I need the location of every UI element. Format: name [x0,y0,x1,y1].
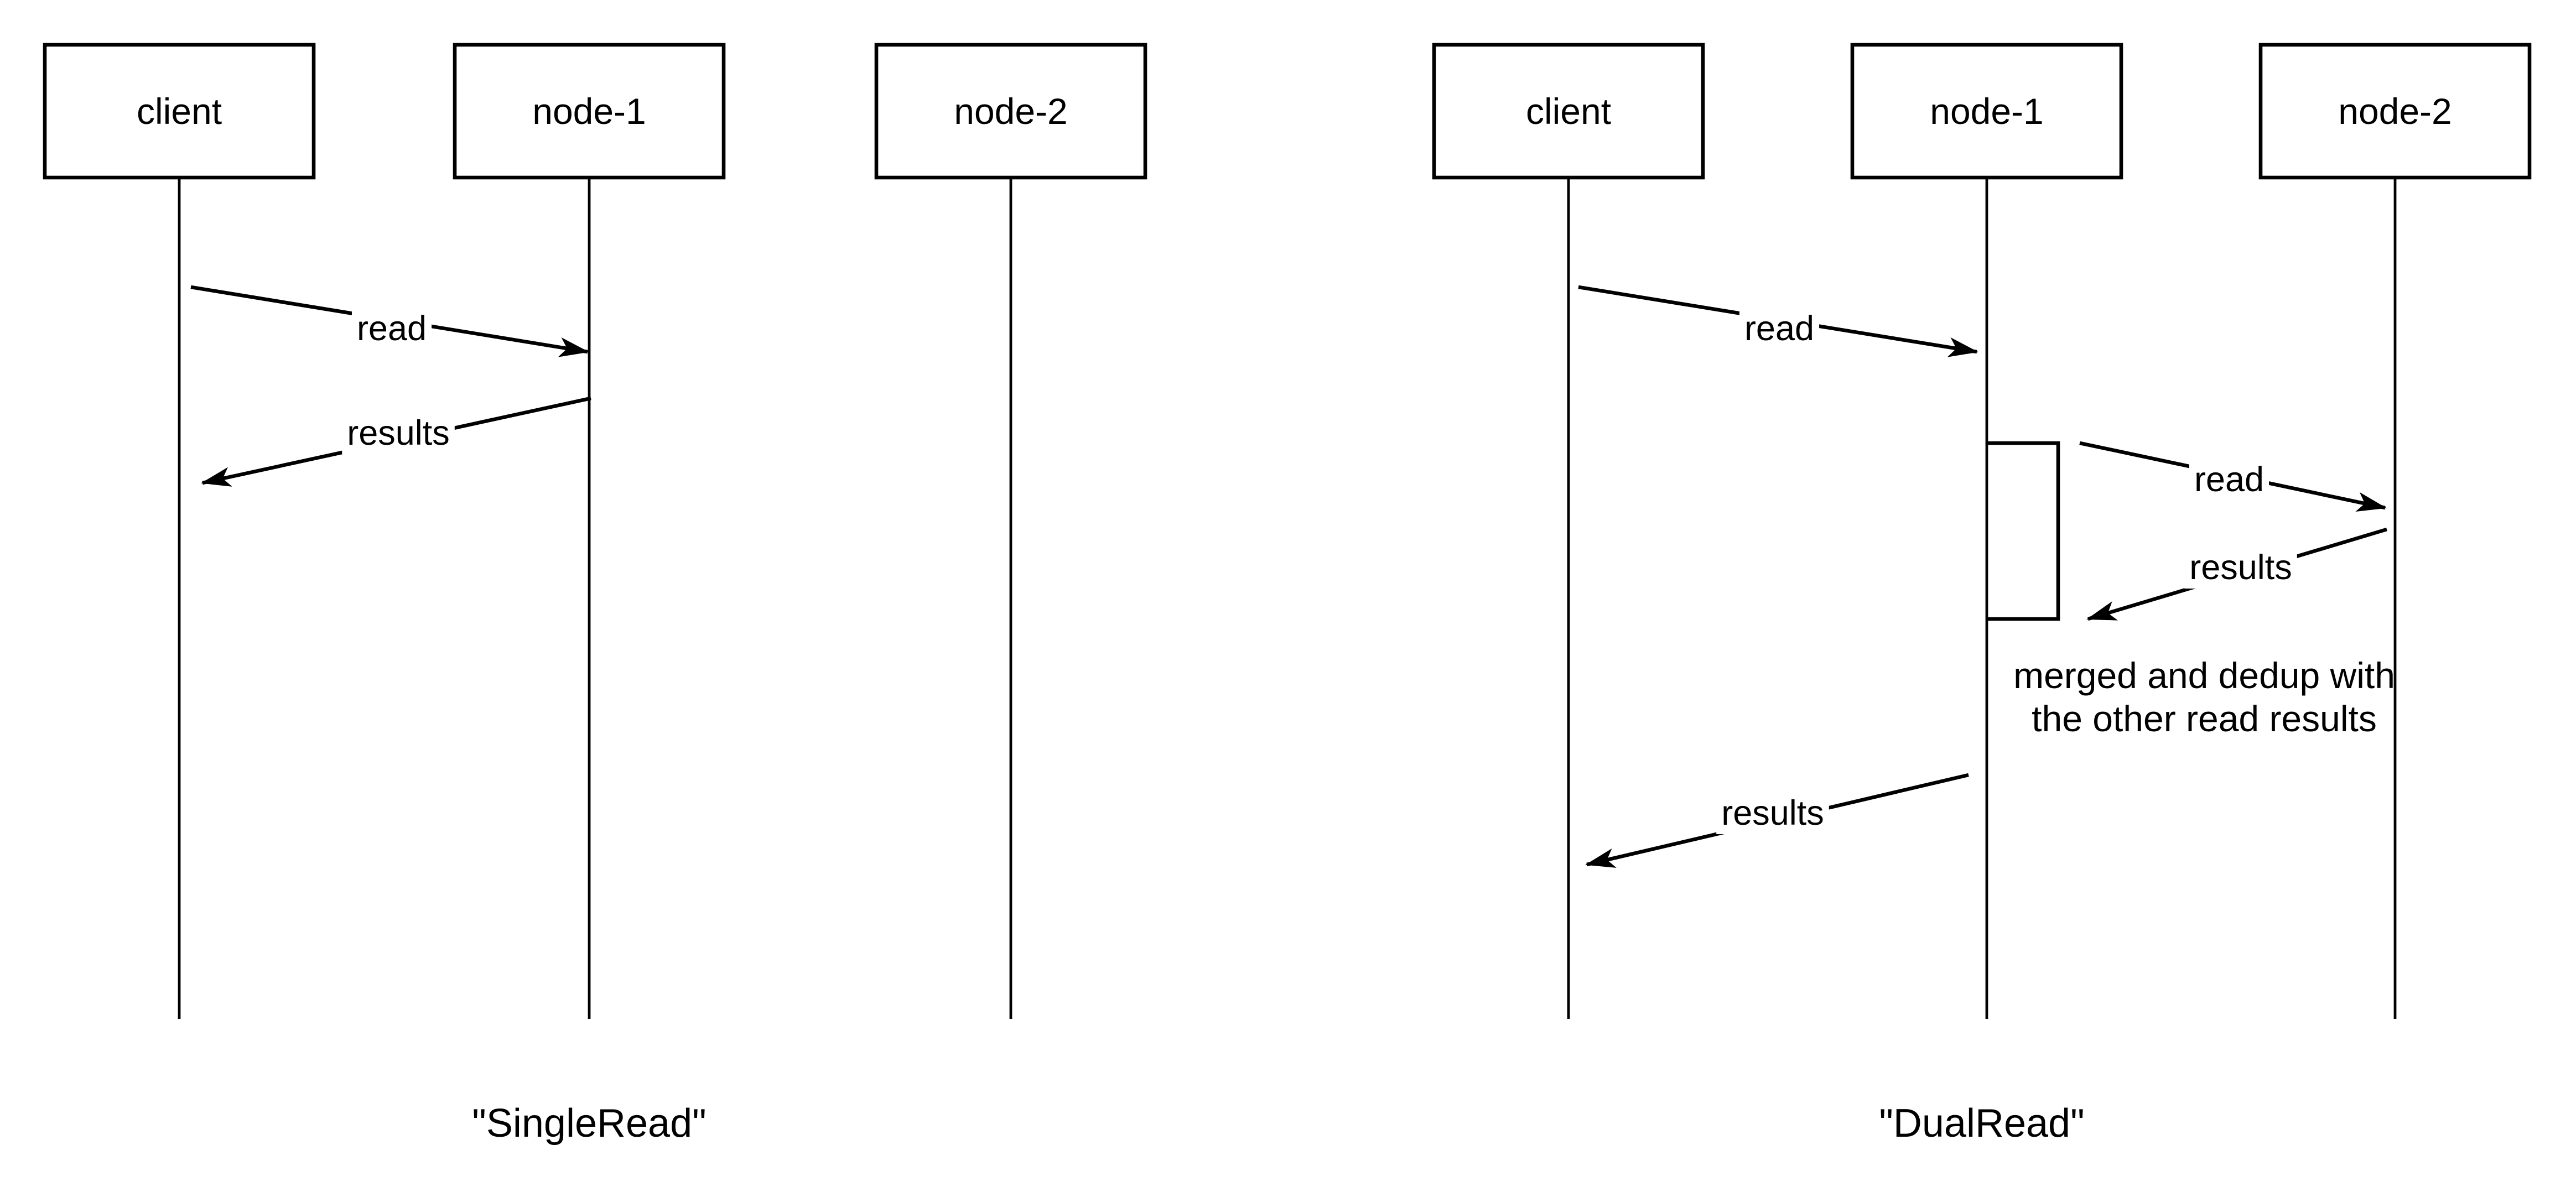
activation-bracket [1987,441,2060,621]
note-line-1: merged and dedup with [2013,655,2395,696]
actor-node-1: node-1 [453,43,726,180]
label-background [342,412,455,455]
actor-label: node-2 [954,91,1068,132]
message-read: read [1578,285,1978,357]
actor-box [1432,43,1705,180]
message-results: results [201,396,591,487]
actor-label: node-1 [1930,91,2044,132]
actor-client: client [43,43,316,180]
message-read: read [190,285,589,357]
message-label: results [347,414,450,452]
message-label: read [357,309,427,348]
actor-label: node-2 [2338,91,2452,132]
diagram-caption: "DualRead" [1879,1101,2084,1146]
label-background [1716,792,1829,834]
actor-label: client [137,91,222,132]
message-label: results [1721,794,1824,832]
actor-label: client [1526,91,1611,132]
note-merged-dedup: merged and dedup with the other read res… [2013,655,2395,739]
actor-box [1850,43,2123,180]
actor-box [43,43,316,180]
actor-box [2258,43,2532,180]
message-label: results [2189,548,2292,587]
message-label: read [1744,309,1814,348]
diagram-single-read: client node-1 node-2 read results "Singl… [43,43,1147,1146]
actor-box [453,43,726,180]
actor-box [874,43,1147,180]
message-read-fanout: read [2079,441,2387,512]
actor-node-1: node-1 [1850,43,2123,180]
label-background [351,308,432,350]
message-results: results [1585,773,1969,868]
label-background [2184,547,2297,589]
diagram-dual-read: client node-1 node-2 read read results [1432,43,2532,1146]
message-label: read [2194,460,2264,499]
actor-node-2: node-2 [2258,43,2532,180]
message-results-fanin: results [2086,527,2387,621]
label-background [2189,459,2269,501]
label-background [1739,308,1820,350]
actor-client: client [1432,43,1705,180]
actor-node-2: node-2 [874,43,1147,180]
actor-label: node-1 [532,91,646,132]
diagram-caption: "SingleRead" [472,1101,706,1146]
note-line-2: the other read results [2032,698,2377,739]
